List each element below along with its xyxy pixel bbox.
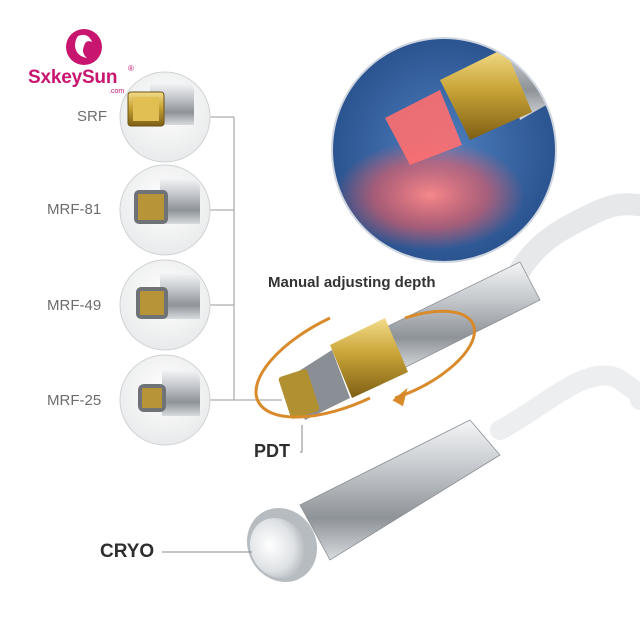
- tip-srf-image: [119, 71, 211, 163]
- tip-label-mrf-49: MRF-49: [47, 297, 102, 314]
- brand-domain: .com: [109, 88, 125, 95]
- pdt-label: PDT: [254, 441, 290, 461]
- cryo-cable: [490, 365, 640, 440]
- brand-registered-mark: ®: [128, 64, 134, 73]
- tip-label-mrf-25: MRF-25: [47, 392, 102, 409]
- pdt-handpiece-image: [278, 261, 541, 420]
- cryo-handpiece-image: [246, 419, 501, 583]
- pdt-cable: [509, 193, 640, 281]
- cryo-label: CRYO: [100, 541, 155, 562]
- tip-label-mrf-81: MRF-81: [47, 201, 102, 218]
- depth-adjust-caption: Manual adjusting depth: [268, 274, 436, 291]
- tip-connector-lines: [210, 116, 282, 401]
- brand-logo-icon: [66, 29, 102, 65]
- tip-mrf-81-image: [119, 164, 211, 256]
- brand-name: SxkeySun: [28, 67, 118, 88]
- tip-label-srf: SRF: [77, 108, 107, 125]
- rotation-arrow-icon: [254, 309, 476, 419]
- tip-mrf-25-image: [119, 354, 211, 446]
- tip-mrf-49-image: [119, 259, 211, 351]
- pdt-label-connector: [300, 425, 303, 453]
